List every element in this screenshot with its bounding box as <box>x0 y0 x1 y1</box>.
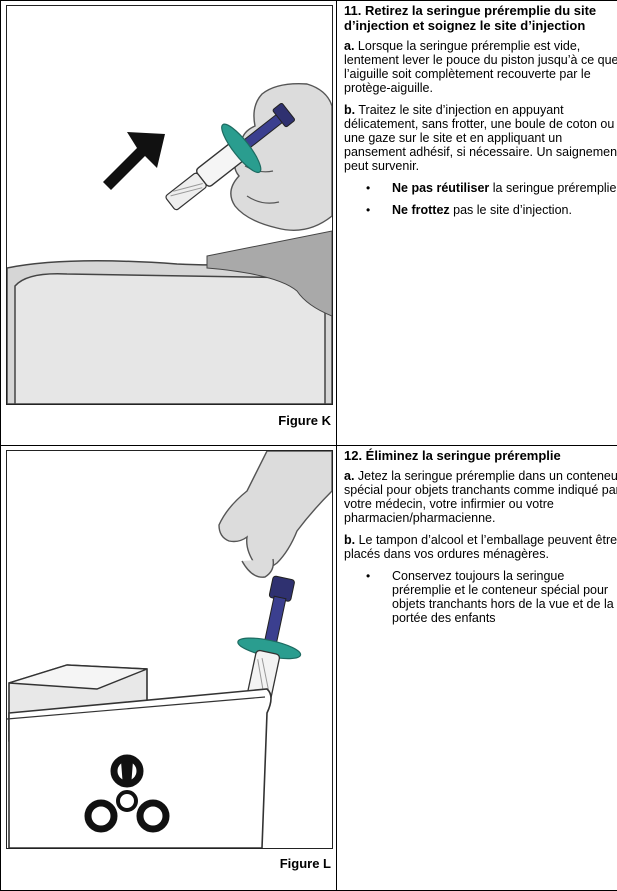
step-12-a-label: a. <box>344 469 354 483</box>
step-11-title: 11. Retirez la seringue préremplie du si… <box>344 3 617 33</box>
figure-l-label: Figure L <box>280 856 331 871</box>
list-item: Ne frottez pas le site d’injection. <box>392 203 617 217</box>
step-12-text-cell: 12. Éliminez la seringue préremplie a. J… <box>337 446 617 891</box>
figure-l-cell: Figure L <box>1 446 337 891</box>
step-11-text-cell: 11. Retirez la seringue préremplie du si… <box>337 1 617 446</box>
step-12-b-paragraph: b. Le tampon d’alcool et l’emballage peu… <box>344 533 617 561</box>
step-11-a-text: Lorsque la seringue préremplie est vide,… <box>344 39 617 95</box>
figure-l-illustration <box>6 450 333 849</box>
figure-k-cell: Figure K <box>1 1 337 446</box>
step-11-a-label: a. <box>344 39 354 53</box>
bullet-bold-text: Ne frottez <box>392 203 450 217</box>
figure-k-label: Figure K <box>278 413 331 428</box>
list-item: Conservez toujours la seringue prérempli… <box>392 569 617 625</box>
direction-arrow-icon <box>103 132 165 190</box>
step-12-a-text: Jetez la seringue préremplie dans un con… <box>344 469 617 525</box>
list-item: Ne pas réutiliser la seringue préremplie… <box>392 181 617 195</box>
step-11-b-paragraph: b. Traitez le site d’injection en appuya… <box>344 103 617 173</box>
step-12-title: 12. Éliminez la seringue préremplie <box>344 448 617 463</box>
step-11-b-text: Traitez le site d’injection en appuyant … <box>344 103 617 173</box>
step-11-b-label: b. <box>344 103 355 117</box>
bullet-text: pas le site d’injection. <box>450 203 572 217</box>
bullet-text: la seringue préremplie. <box>489 181 617 195</box>
step-12-a-paragraph: a. Jetez la seringue préremplie dans un … <box>344 469 617 525</box>
step-11-bullet-list: Ne pas réutiliser la seringue préremplie… <box>344 181 617 217</box>
step-12-bullet-list: Conservez toujours la seringue prérempli… <box>344 569 617 625</box>
bullet-bold-text: Ne pas réutiliser <box>392 181 489 195</box>
step-12-b-label: b. <box>344 533 355 547</box>
step-11-a-paragraph: a. Lorsque la seringue préremplie est vi… <box>344 39 617 95</box>
step-12-b-text: Le tampon d’alcool et l’emballage peuven… <box>344 533 617 561</box>
figure-k-illustration <box>6 5 333 405</box>
bullet-text: Conservez toujours la seringue prérempli… <box>392 569 614 625</box>
